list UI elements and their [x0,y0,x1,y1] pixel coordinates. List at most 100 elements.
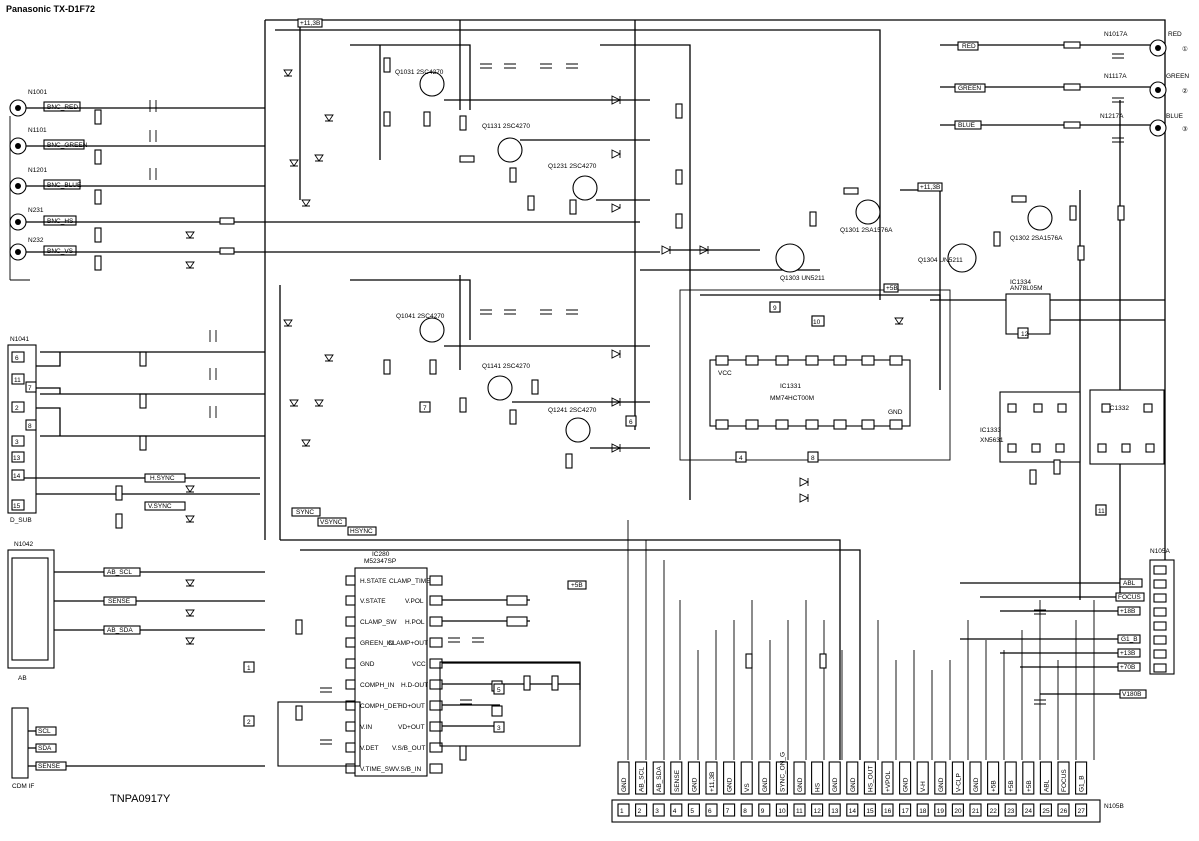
bottom-pin-label-box [881,761,894,795]
ic1334-part: AN78L05M [1010,285,1043,292]
bottom-pin-number: 12 [814,808,822,815]
out-label-blue: BLUE [1166,113,1184,120]
conn-n1017a: N1017A [1104,31,1128,38]
dsub-pin-15: 15 [13,503,21,510]
bottom-pin-label: GND [938,777,945,792]
bottom-pin [811,803,824,817]
bottom-pin [758,803,771,817]
bottom-pin-label-box [1022,761,1035,795]
out-label-green: GREEN [1166,73,1189,80]
bottom-pin-label: GND [832,777,839,792]
q1031-label: Q1031 2SC4270 [395,69,444,76]
q1302-label: Q1302 2SA1576A [1010,235,1063,242]
bottom-pin [1075,803,1088,817]
ic1331-vcc: VCC [718,370,732,377]
bottom-pin-label: AB_SDA [656,766,663,792]
dsub-connector: N1041 D_SUB 6 11 7 2 8 3 13 14 15 H.SYNC… [7,336,260,529]
bottom-pin-label: GND [691,777,698,792]
q1301-label: Q1301 2SA1576A [840,227,893,234]
ic1331-ref: IC1331 [780,383,801,390]
ic-sync-block: IC1333 XN5631 IC1332 IC1334 AN78L05M [980,279,1165,516]
bottom-pin-label: VS [744,783,751,792]
tp-11: 11 [1098,508,1105,515]
bottom-pin-label-box [811,761,824,795]
bottom-pin-label-box [635,761,648,795]
sync-transistors: Q1301 2SA1576A Q1302 2SA1576A Q1303 UN52… [661,187,1125,503]
bottom-pin-number: 27 [1078,808,1086,815]
q1304-label: Q1304 UN5211 [918,257,963,264]
bottom-pin-label-box [617,761,630,795]
bottom-pin [670,803,683,817]
bottom-pin-label-box [687,761,700,795]
rconn-70b: +70B [1120,664,1135,671]
bottom-pin [652,803,665,817]
bottom-pin [899,803,912,817]
bottom-pin-label-box [1039,761,1052,795]
bottom-pin-number: 18 [919,808,927,815]
bottom-pin [1057,803,1070,817]
bottom-pin-label: GND [727,777,734,792]
ic280-pin-clamptime: CLAMP_TIME [389,578,431,585]
bottom-pin-number: 14 [849,808,857,815]
net-red: RED [962,43,976,50]
bottom-pin [1039,803,1052,817]
bottom-pin [1022,803,1035,817]
q1241-label: Q1241 2SC4270 [548,407,597,414]
dsub-pin-11: 11 [14,377,21,384]
bottom-pin-number: 6 [708,808,712,815]
ic1333-part: XN5631 [980,437,1004,444]
tp-10: 10 [813,319,821,326]
bottom-pin-label-box [969,761,982,795]
tp-3: 3 [497,725,501,732]
bottom-pin-label-box [863,761,876,795]
dsub-pin-14: 14 [13,473,21,480]
bottom-pin-number: 16 [884,808,892,815]
bottom-pin-label-box [740,761,753,795]
bus-vsync-2: VSYNC [320,519,343,526]
bus-sense: SENSE [108,598,131,605]
bnc-inputs: N1001 N1101 N1201 N231 N232 BNC_RED BNC_… [9,89,660,281]
bottom-pin [617,803,630,817]
bottom-pin [775,803,788,817]
bottom-pin-label: HS [815,782,822,792]
bottom-pin-number: 1 [620,808,624,815]
dsub-pin-7: 7 [28,385,32,392]
q1141-label: Q1141 2SC4270 [482,363,530,370]
ic280: IC280 M52347SP H.STATE V.STATE CLAMP_SW … [277,507,861,777]
bottom-pin [687,803,700,817]
bottom-pin-number: 24 [1025,808,1033,815]
bottom-pin-label-box [758,761,771,795]
bottom-pin-label: G1_B [1079,775,1086,792]
tp-7: 7 [423,405,427,412]
bottom-pin-label-box [652,761,665,795]
bottom-pin-label: ABL [1043,779,1050,792]
ic280-pin-greenin: GREEN_IN [360,640,394,647]
bottom-pin-label: GND [973,777,980,792]
bottom-pin [846,803,859,817]
dsub-ref: N1041 [10,336,30,343]
bottom-pin-label: +5B [991,780,998,792]
bottom-pin [740,803,753,817]
rail-2: +5B [886,285,898,292]
video-amp-upper: Q1031 2SC4270 Q1131 2SC4270 Q1231 2SC427… [283,57,683,229]
bottom-pin [828,803,841,817]
bottom-pin-label-box [934,761,947,795]
cdm-connector: CDM IF SCL SDA SENSE [11,707,265,790]
bottom-pin-label: +5B [1008,780,1015,792]
bottom-pin-label-box [899,761,912,795]
bottom-pin [635,803,648,817]
dsub-pin-6: 6 [15,355,19,362]
bottom-pin-number: 20 [954,808,962,815]
ic280-pin-vcc: VCC [412,661,426,668]
bottom-pin-number: 15 [866,808,874,815]
bottom-pin-label: HS_OUT [867,766,874,792]
bus-sync: SYNC [296,509,314,516]
ic280-pin-comphin: COMPH_IN [360,682,395,689]
bottom-pin-label-box [1004,761,1017,795]
dsub-pin-3: 3 [15,439,19,446]
bottom-pin-label-box [987,761,1000,795]
ic1334-ref: IC1334 [1010,279,1031,286]
ic280-part: M52347SP [364,558,396,565]
n105b-connector: N105B GND1AB_SCL2AB_SDA3SENSE4GND5+11,3B… [611,752,1124,823]
